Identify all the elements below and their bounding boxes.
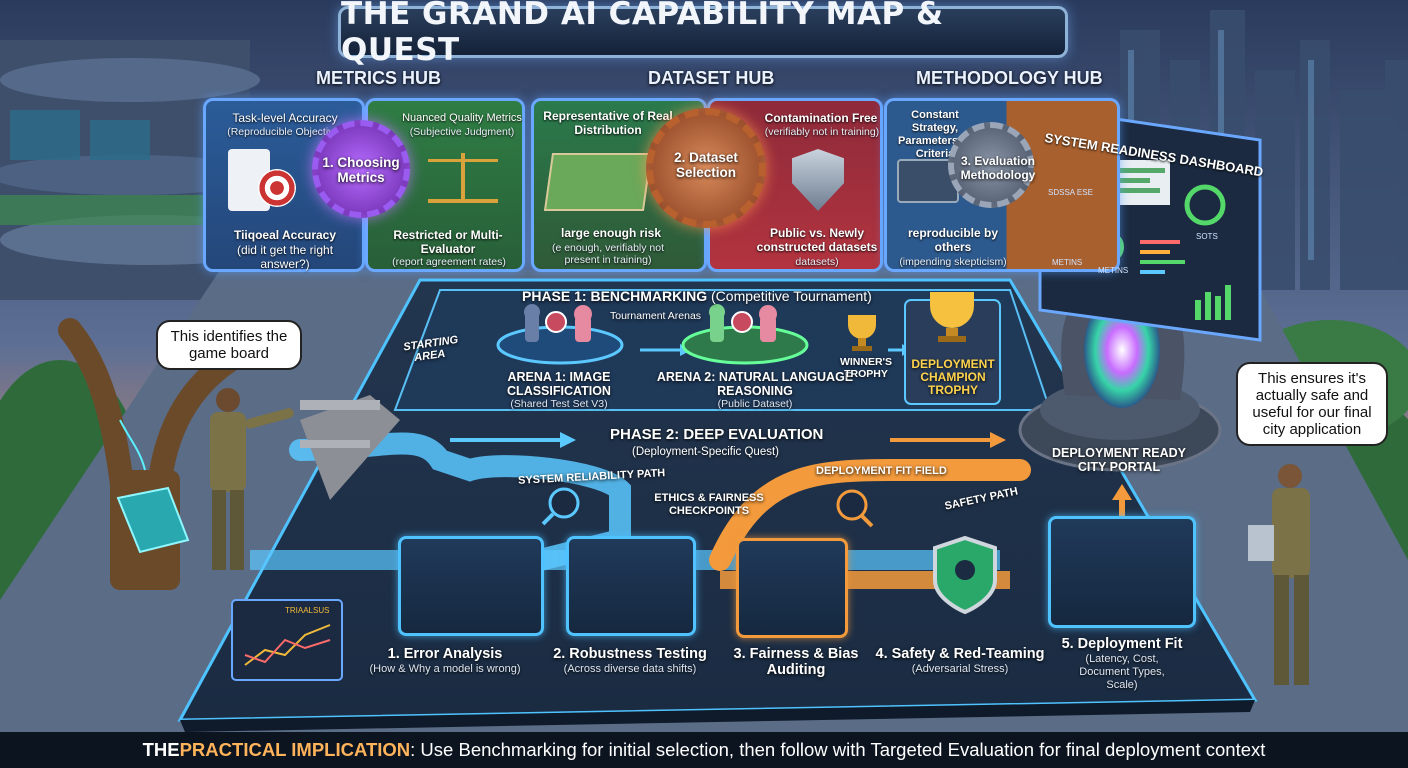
- step1-title: 1. Error Analysis: [387, 646, 503, 662]
- nuanced-quality-sub: (Subjective Judgment): [409, 126, 515, 138]
- arena1-sub: (Shared Test Set V3): [510, 398, 608, 410]
- deployment-fit-box[interactable]: [1048, 516, 1196, 628]
- scale-icon: [428, 153, 498, 203]
- public-vs-new-datasets-sub: datasets): [795, 256, 839, 268]
- footer-lead: THE: [142, 739, 180, 760]
- choosing-metrics-label: 1. Choosing Metrics: [322, 155, 400, 185]
- large-enough-risk: large enough risk: [560, 226, 662, 240]
- map-icon: [543, 153, 653, 211]
- error-analysis-box[interactable]: [398, 536, 544, 636]
- champion-trophy-label: DEPLOYMENT CHAMPION TROPHY: [911, 357, 995, 397]
- phase2-title: PHASE 2: DEEP EVALUATION: [610, 426, 824, 443]
- nuanced-quality-metrics: Nuanced Quality Metrics: [402, 112, 522, 124]
- dataset-hub-label: DATASET HUB: [648, 68, 775, 88]
- step2-sub: (Across diverse data shifts): [563, 663, 697, 675]
- step5-title: 5. Deployment Fit: [1061, 636, 1183, 652]
- task-level-accuracy-sub: (Reproducible Objective): [227, 126, 343, 138]
- step2-title: 2. Robustness Testing: [553, 646, 707, 662]
- portal-label[interactable]: DEPLOYMENT READY CITY PORTAL: [1051, 446, 1187, 474]
- methodology-panel[interactable]: Constant Strategy, Parameters, & Criteri…: [884, 98, 1120, 272]
- dataset-selection-label: 2. Dataset Selection: [674, 150, 738, 180]
- gauge-label-2: METINS: [1098, 266, 1129, 275]
- step4-title: 4. Safety & Red-Teaming: [875, 646, 1045, 662]
- winners-trophy-label: WINNER'S TROPHY: [839, 356, 893, 380]
- contamination-free-sub: (verifiably not in training): [764, 126, 880, 138]
- step4-sub: (Adversarial Stress): [911, 663, 1009, 675]
- arena2-sub: (Public Dataset): [717, 398, 793, 410]
- footer-bar: THE PRACTICAL IMPLICATION : Use Benchmar…: [0, 732, 1408, 768]
- metrics-hub-label: METRICS HUB: [316, 68, 441, 88]
- gauge-label-3: SOTS: [1196, 232, 1218, 241]
- methodology-hub-label: METHODOLOGY HUB: [916, 68, 1103, 88]
- methodology-gear-icon: [948, 122, 1034, 208]
- shield-icon: [792, 149, 844, 211]
- constant-strategy: Constant Strategy, Parameters, & Criteri…: [898, 109, 972, 160]
- gauge-label-1: METINS: [1052, 258, 1083, 267]
- restricted-multi-evaluator-sub: (report agreement rates): [392, 256, 506, 268]
- phase1-subtitle: (Competitive Tournament): [711, 288, 872, 304]
- evaluation-methodology-label: 3. Evaluation Methodology: [960, 154, 1036, 182]
- target-icon: [258, 169, 296, 207]
- dataset-gear-icon: [646, 108, 766, 228]
- large-enough-risk-sub: (e enough, verifiably not present in tra…: [551, 242, 665, 266]
- minimap-label: TRIAALSUS: [285, 606, 330, 615]
- phase1-title-text: PHASE 1: BENCHMARKING: [522, 288, 708, 304]
- deployment-fit-field-label: DEPLOYMENT FIT FIELD: [816, 465, 947, 477]
- reproducible-sub: (impending skepticism): [899, 256, 1007, 268]
- fairness-auditing-box[interactable]: [736, 538, 848, 638]
- arena2-title[interactable]: ARENA 2: NATURAL LANGUAGE REASONING: [656, 370, 854, 398]
- robustness-testing-box[interactable]: [566, 536, 696, 636]
- dashboard-id: SDSSA ESE: [1048, 188, 1093, 197]
- ethics-checkpoints-label: ETHICS & FAIRNESS CHECKPOINTS: [654, 492, 764, 517]
- right-speech-bubble: This ensures it's actually safe and usef…: [1236, 362, 1388, 446]
- topical-accuracy: Tiiqoeal Accuracy: [233, 228, 337, 242]
- public-vs-new-datasets: Public vs. Newly constructed datasets: [756, 226, 878, 254]
- main-title: THE GRAND AI CAPABILITY MAP & QUEST: [341, 0, 944, 68]
- step3-title: 3. Fairness & Bias Auditing: [733, 646, 859, 678]
- left-speech-bubble: This identifies the game board: [156, 320, 302, 370]
- task-level-accuracy: Task-level Accuracy: [232, 111, 338, 125]
- topical-accuracy-sub: (did it get the right answer?): [236, 243, 334, 271]
- representative-distribution: Representative of Real Distribution: [543, 109, 673, 137]
- restricted-multi-evaluator: Restricted or Multi-Evaluator: [393, 228, 503, 256]
- tournament-arenas-label: Tournament Arenas: [610, 310, 702, 322]
- footer-highlight: PRACTICAL IMPLICATION: [179, 739, 411, 760]
- arena1-title[interactable]: ARENA 1: IMAGE CLASSIFICATION: [507, 370, 611, 398]
- contamination-free: Contamination Free: [764, 111, 878, 125]
- main-title-box: THE GRAND AI CAPABILITY MAP & QUEST: [338, 0, 1068, 68]
- phase1-title: PHASE 1: BENCHMARKING (Competitive Tourn…: [522, 288, 872, 304]
- reproducible-by-others: reproducible by others: [907, 226, 999, 254]
- phase2-subtitle: (Deployment-Specific Quest): [632, 446, 779, 458]
- metrics-gear-icon: [312, 120, 410, 218]
- step5-sub: (Latency, Cost, Document Types, Scale): [1079, 653, 1165, 691]
- footer-rest: : Use Benchmarking for initial selection…: [410, 739, 1266, 760]
- step1-sub: (How & Why a model is wrong): [369, 663, 521, 675]
